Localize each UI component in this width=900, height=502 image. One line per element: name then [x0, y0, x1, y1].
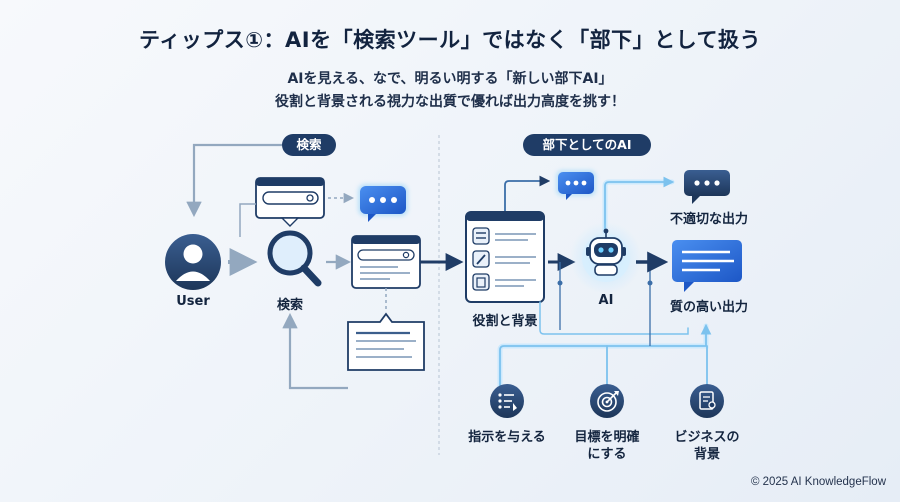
subtitle-line-2: 役割と背景される視力な出質で優れば出力高度を挑す！	[275, 94, 625, 110]
result-card-icon	[347, 312, 425, 371]
ai-section-pill: 部下としてのAI	[523, 134, 651, 156]
search-label: 検索	[276, 298, 303, 313]
input-label-goal-line1: 目標を明確	[574, 430, 640, 445]
input-label-business-line2: 背景	[693, 447, 720, 462]
role-background-label: 役割と背景	[472, 314, 538, 329]
glow-connectors	[497, 176, 712, 405]
loop-arrow-to-user	[186, 143, 282, 218]
magnifier-icon	[267, 230, 322, 287]
search-section-pill: 検索	[282, 134, 336, 156]
connector-user-to-search-box	[239, 203, 256, 237]
business-document-icon	[690, 384, 724, 418]
inappropriate-output-bubble-icon	[684, 170, 730, 204]
arrow-doc-to-bubble	[504, 175, 551, 212]
input-label-business-line1: ビジネスの	[674, 430, 740, 445]
subtitle-line-1: AIを見える、なで、明るい明する「新しい部下AI」	[287, 71, 613, 87]
target-icon	[590, 384, 624, 418]
loop-arrow-to-search	[282, 312, 348, 390]
user-avatar-icon	[165, 234, 221, 290]
search-results-window-icon	[351, 235, 421, 289]
chat-bubble-small-icon	[556, 170, 596, 200]
inappropriate-output-label: 不適切な出力	[669, 212, 748, 227]
role-document-icon	[465, 211, 545, 303]
instruction-list-icon	[490, 384, 524, 418]
chat-bubble-glow-icon	[358, 184, 408, 222]
input-label-instruction: 指示を与える	[468, 430, 546, 445]
ai-label: AI	[598, 293, 614, 308]
quality-output-label: 質の高い出力	[669, 300, 748, 315]
search-window-top-icon	[255, 177, 325, 227]
copyright-text: © 2025 AI KnowledgeFlow	[750, 476, 886, 488]
page-title: ティップス①：AIを「検索ツール」ではなく「部下」として扱う	[139, 28, 761, 52]
input-label-goal-line2: にする	[587, 447, 627, 462]
ai-robot-icon	[570, 222, 642, 294]
user-label: User	[176, 294, 210, 309]
quality-output-bubble-icon	[672, 240, 742, 292]
